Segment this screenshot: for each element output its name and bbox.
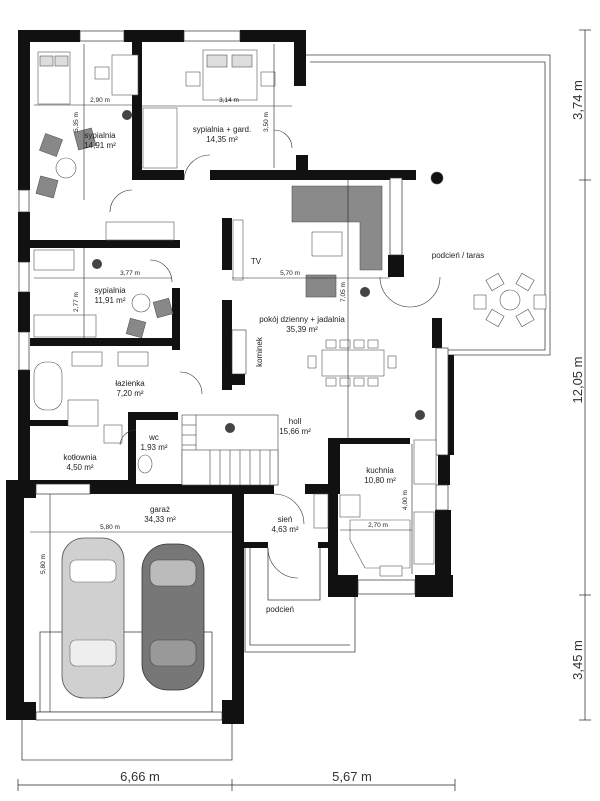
room-name-boiler: kotłownia: [63, 453, 97, 462]
dim-kitchen-height: 4,00 m: [402, 490, 409, 510]
room-area-vestibule: 4,63 m²: [271, 525, 298, 534]
room-name-bed2: sypialnia + gard.: [193, 125, 251, 134]
furniture: [33, 49, 547, 577]
room-name-hall: holl: [289, 417, 302, 426]
dim-bed1-width: 2,90 m: [90, 97, 110, 104]
room-area-bath: 7,20 m²: [116, 389, 143, 398]
dim-right-bottom: 3,45 m: [570, 640, 585, 680]
dim-bed1-height: 5,35 m: [73, 112, 80, 132]
dim-right-top: 3,74 m: [570, 80, 585, 120]
windows: [18, 30, 449, 721]
room-name-kitchen: kuchnia: [366, 466, 394, 475]
room-name-garage: garaż: [150, 505, 170, 514]
plants: [92, 110, 425, 433]
outer-dimension-lines: [17, 29, 591, 791]
fireplace-hearth: [231, 329, 247, 375]
room-area-bed2: 14,35 m²: [206, 135, 238, 144]
dim-bed2-height: 3,50 m: [263, 112, 270, 132]
inner-dimension-lines: [30, 44, 413, 712]
room-area-kitchen: 10,80 m²: [364, 476, 396, 485]
dim-bottom-left: 6,66 m: [120, 769, 160, 784]
porch-outline: [244, 548, 356, 653]
room-name-bed3: sypialnia: [94, 286, 126, 295]
label-porch: podcień: [266, 605, 294, 614]
room-area-bed3: 11,91 m²: [95, 296, 126, 305]
room-name-bath: łazienka: [115, 379, 145, 388]
dim-bottom-right: 5,67 m: [332, 769, 372, 784]
terrace-outline: [305, 54, 551, 356]
dim-garage-width: 5,80 m: [100, 524, 120, 531]
staircase: [181, 414, 279, 486]
dim-bed3-width: 3,77 m: [120, 270, 140, 277]
room-area-boiler: 4,50 m²: [66, 463, 93, 472]
dim-bed2-width: 3,14 m: [219, 97, 239, 104]
label-fireplace: kominek: [255, 336, 264, 367]
room-name-vestibule: sień: [278, 515, 293, 524]
dim-living-width: 5,70 m: [280, 270, 300, 277]
dim-kitchen-width: 2,70 m: [368, 522, 388, 529]
room-name-living: pokój dzienny + jadalnia: [259, 315, 345, 324]
dim-bed3-height: 2,77 m: [73, 292, 80, 312]
label-terrace: podcień / taras: [432, 251, 484, 260]
room-name-bed1: sypialnia: [84, 131, 116, 140]
room-area-living: 35,39 m²: [286, 325, 318, 334]
label-tv: TV: [251, 257, 262, 266]
door-swings: [109, 129, 441, 579]
room-area-hall: 15,66 m²: [279, 427, 311, 436]
room-area-wc: 1,93 m²: [140, 443, 167, 452]
car-light: [61, 537, 125, 699]
room-name-wc: wc: [148, 433, 159, 442]
dim-living-height: 7,05 m: [340, 282, 347, 302]
dim-garage-height: 5,80 m: [40, 554, 47, 574]
car-dark: [141, 543, 205, 691]
dim-right-mid: 12,05 m: [570, 357, 585, 404]
room-area-garage: 34,33 m²: [144, 515, 176, 524]
room-area-bed1: 14,91 m²: [84, 141, 116, 150]
